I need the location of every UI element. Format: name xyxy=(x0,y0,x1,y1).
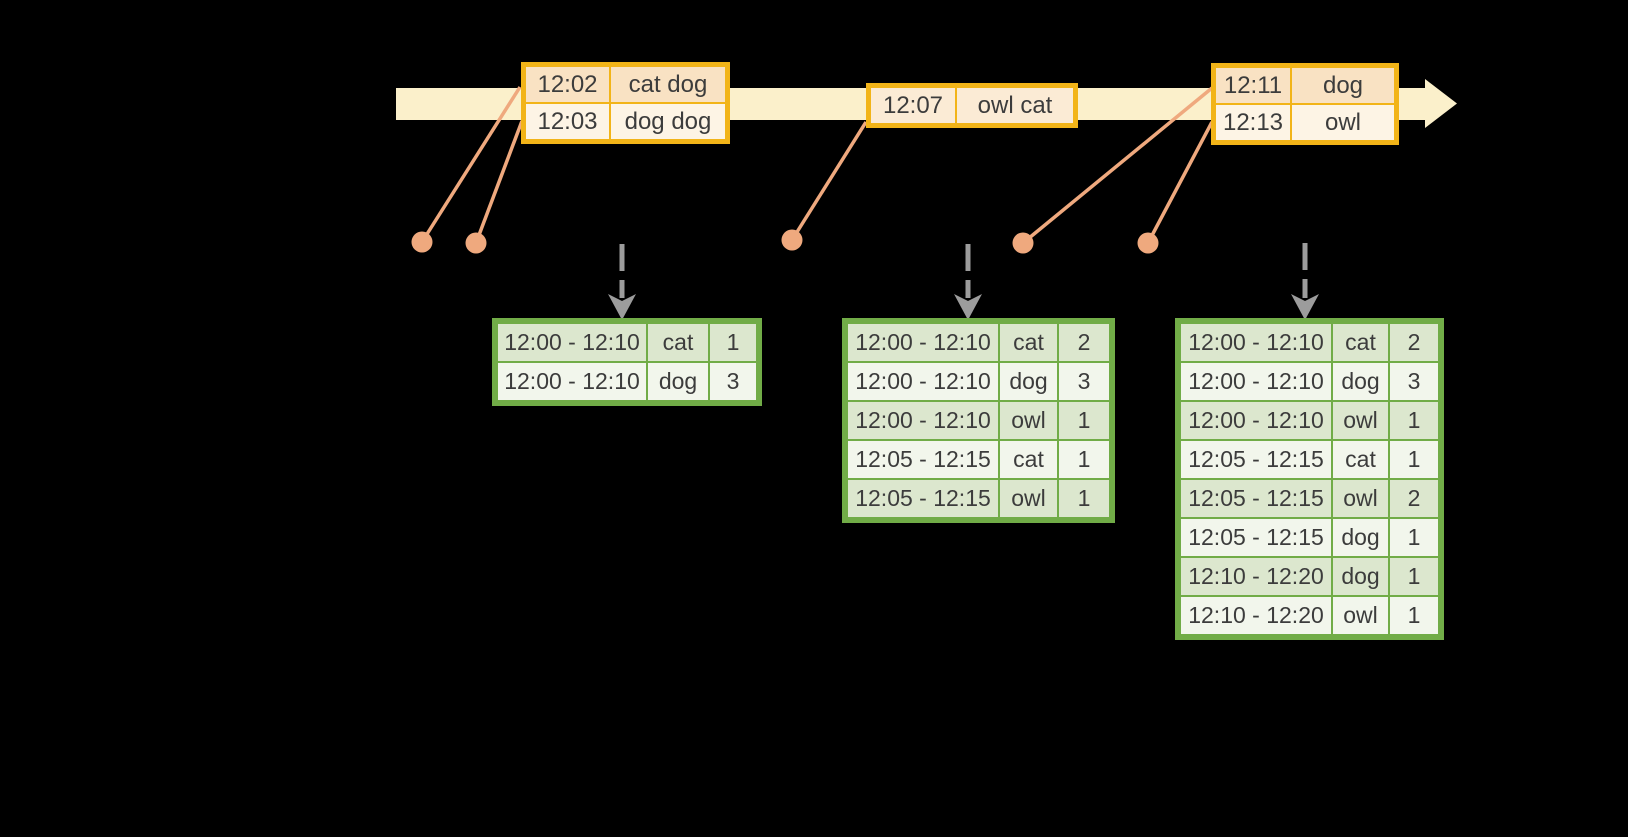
event-words-cell: owl xyxy=(1290,103,1396,142)
window-cell: 12:00 - 12:10 xyxy=(1179,400,1333,441)
connector-line xyxy=(790,121,868,241)
table-row: 12:05 - 12:15 dog 1 xyxy=(1179,517,1440,558)
count-cell: 2 xyxy=(1057,322,1111,363)
result-table-3: 12:00 - 12:10 cat 2 12:00 - 12:10 dog 3 … xyxy=(1175,318,1444,640)
window-cell: 12:05 - 12:15 xyxy=(846,478,1000,519)
word-cell: dog xyxy=(1331,556,1390,597)
event-time-cell: 12:03 xyxy=(524,102,611,141)
table-row: 12:10 - 12:20 owl 1 xyxy=(1179,595,1440,636)
window-cell: 12:00 - 12:10 xyxy=(846,361,1000,402)
trigger-arrowhead-icon xyxy=(1291,294,1319,320)
word-cell: dog xyxy=(1331,361,1390,402)
timeline-arrowhead-icon xyxy=(1425,79,1457,128)
connector-line xyxy=(1146,121,1214,244)
word-cell: cat xyxy=(1331,322,1390,363)
event-table-3: 12:11 dog 12:13 owl xyxy=(1211,63,1399,145)
table-row: 12:00 - 12:10 dog 3 xyxy=(1179,361,1440,402)
count-cell: 1 xyxy=(708,322,758,363)
count-cell: 3 xyxy=(708,361,758,402)
event-marker-icon xyxy=(1137,232,1159,254)
window-cell: 12:00 - 12:10 xyxy=(496,361,648,402)
count-cell: 3 xyxy=(1057,361,1111,402)
window-cell: 12:00 - 12:10 xyxy=(846,400,1000,441)
event-table-2: 12:07 owl cat xyxy=(866,83,1078,128)
window-cell: 12:00 - 12:10 xyxy=(846,322,1000,363)
count-cell: 1 xyxy=(1388,439,1440,480)
window-cell: 12:05 - 12:15 xyxy=(1179,517,1333,558)
table-row: 12:00 - 12:10 dog 3 xyxy=(846,361,1111,402)
word-cell: owl xyxy=(998,400,1059,441)
event-marker-icon xyxy=(781,229,803,251)
count-cell: 1 xyxy=(1388,400,1440,441)
table-row: 12:07 owl cat xyxy=(869,86,1075,125)
event-marker-icon xyxy=(411,231,433,253)
window-cell: 12:05 - 12:15 xyxy=(1179,439,1333,480)
event-words-cell: owl cat xyxy=(955,86,1075,125)
count-cell: 2 xyxy=(1388,322,1440,363)
table-row: 12:05 - 12:15 cat 1 xyxy=(1179,439,1440,480)
connector-line xyxy=(474,120,524,244)
table-row: 12:05 - 12:15 owl 2 xyxy=(1179,478,1440,519)
connector-line xyxy=(1021,86,1214,245)
table-row: 12:02 cat dog xyxy=(524,65,727,104)
event-connectors xyxy=(411,86,1214,254)
word-cell: owl xyxy=(1331,478,1390,519)
trigger-arrowhead-icon xyxy=(954,294,982,320)
table-row: 12:00 - 12:10 cat 2 xyxy=(1179,322,1440,363)
word-cell: owl xyxy=(1331,400,1390,441)
table-row: 12:03 dog dog xyxy=(524,102,727,141)
window-cell: 12:10 - 12:20 xyxy=(1179,556,1333,597)
table-row: 12:05 - 12:15 cat 1 xyxy=(846,439,1111,480)
table-row: 12:00 - 12:10 cat 2 xyxy=(846,322,1111,363)
table-row: 12:00 - 12:10 owl 1 xyxy=(846,400,1111,441)
window-cell: 12:00 - 12:10 xyxy=(1179,361,1333,402)
event-words-cell: dog xyxy=(1290,66,1396,105)
event-words-cell: dog dog xyxy=(609,102,727,141)
event-table-1: 12:02 cat dog 12:03 dog dog xyxy=(521,62,730,144)
window-cell: 12:05 - 12:15 xyxy=(846,439,1000,480)
word-cell: cat xyxy=(998,322,1059,363)
window-cell: 12:05 - 12:15 xyxy=(1179,478,1333,519)
trigger-arrowhead-icon xyxy=(608,294,636,320)
event-time-cell: 12:11 xyxy=(1214,66,1292,105)
word-cell: owl xyxy=(1331,595,1390,636)
count-cell: 3 xyxy=(1388,361,1440,402)
count-cell: 1 xyxy=(1057,439,1111,480)
table-row: 12:13 owl xyxy=(1214,103,1396,142)
word-cell: dog xyxy=(998,361,1059,402)
word-cell: cat xyxy=(998,439,1059,480)
count-cell: 2 xyxy=(1388,478,1440,519)
result-table-2: 12:00 - 12:10 cat 2 12:00 - 12:10 dog 3 … xyxy=(842,318,1115,523)
event-time-cell: 12:07 xyxy=(869,86,957,125)
word-cell: owl xyxy=(998,478,1059,519)
word-cell: dog xyxy=(1331,517,1390,558)
count-cell: 1 xyxy=(1057,400,1111,441)
count-cell: 1 xyxy=(1388,595,1440,636)
word-cell: dog xyxy=(646,361,710,402)
count-cell: 1 xyxy=(1057,478,1111,519)
word-cell: cat xyxy=(646,322,710,363)
window-cell: 12:00 - 12:10 xyxy=(496,322,648,363)
window-cell: 12:10 - 12:20 xyxy=(1179,595,1333,636)
event-marker-icon xyxy=(465,232,487,254)
event-time-cell: 12:02 xyxy=(524,65,611,104)
table-row: 12:00 - 12:10 owl 1 xyxy=(1179,400,1440,441)
window-cell: 12:00 - 12:10 xyxy=(1179,322,1333,363)
trigger-arrows xyxy=(608,243,1319,320)
event-time-cell: 12:13 xyxy=(1214,103,1292,142)
table-row: 12:00 - 12:10 cat 1 xyxy=(496,322,758,363)
connector-line xyxy=(420,86,522,243)
event-marker-icon xyxy=(1012,232,1034,254)
event-words-cell: cat dog xyxy=(609,65,727,104)
word-cell: cat xyxy=(1331,439,1390,480)
table-row: 12:00 - 12:10 dog 3 xyxy=(496,361,758,402)
count-cell: 1 xyxy=(1388,517,1440,558)
count-cell: 1 xyxy=(1388,556,1440,597)
table-row: 12:10 - 12:20 dog 1 xyxy=(1179,556,1440,597)
result-table-1: 12:00 - 12:10 cat 1 12:00 - 12:10 dog 3 xyxy=(492,318,762,406)
table-row: 12:05 - 12:15 owl 1 xyxy=(846,478,1111,519)
table-row: 12:11 dog xyxy=(1214,66,1396,105)
